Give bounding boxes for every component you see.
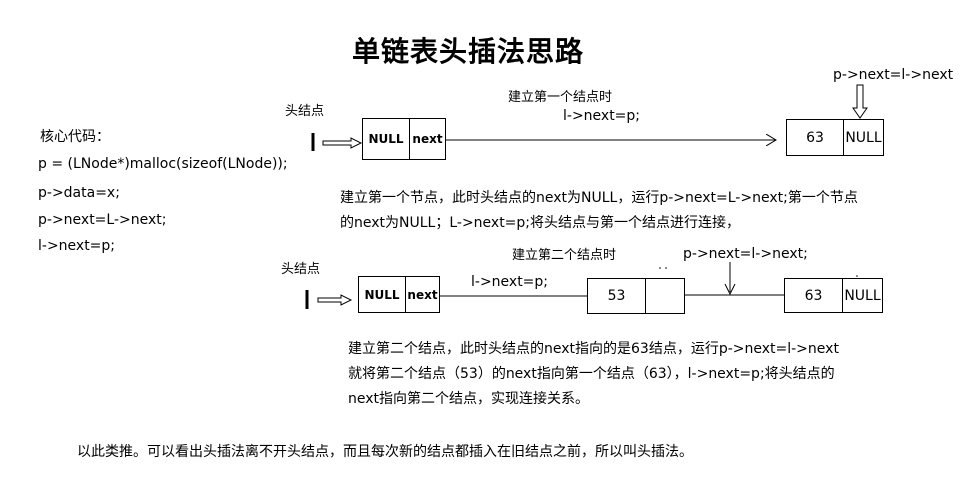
code-line-2: p->data=x; xyxy=(38,185,120,201)
code-line-4: l->next=p; xyxy=(38,238,116,254)
step1-node-63-next: NULL xyxy=(843,120,883,155)
step1-desc-line-2: 的next为NULL；L->next=p;将头结点与第一个结点进行连接， xyxy=(340,215,741,231)
step2-desc-line-1: 建立第二个结点，此时头结点的next指向的是63结点，运行p->next=l->… xyxy=(348,341,839,357)
step2-down-arrow xyxy=(724,262,736,296)
step1-head-next: next xyxy=(409,119,445,159)
step2-node-63-next: NULL xyxy=(842,279,882,312)
step1-head-node: NULL next xyxy=(362,118,446,160)
code-line-3: p->next=L->next; xyxy=(38,212,167,228)
step1-node-63-data: 63 xyxy=(806,129,824,146)
step2-node-53-next xyxy=(645,279,684,313)
core-code-label: 核心代码： xyxy=(40,129,110,145)
step2-pointer-arrow xyxy=(317,294,353,306)
step1-head-data: NULL xyxy=(368,132,404,146)
step2-head-next: next xyxy=(405,277,439,312)
step2-node-53: 53 xyxy=(587,278,685,314)
step2-head-data: NULL xyxy=(364,287,400,302)
step1-link-label: l->next=p; xyxy=(563,108,641,124)
step1-node-63: 63 NULL xyxy=(786,119,884,156)
page-title: 单链表头插法思路 xyxy=(352,35,585,68)
step2-top-label: p->next=l->next; xyxy=(683,246,808,262)
step2-head-label: 头结点 xyxy=(281,262,321,277)
step2-head-node: NULL next xyxy=(358,276,440,313)
step2-desc-line-3: next指向第二个结点，实现连接关系。 xyxy=(348,391,590,407)
decor-dot xyxy=(665,267,667,269)
step2-node-53-data: 53 xyxy=(607,288,626,304)
decor-dot xyxy=(659,267,661,269)
step2-node-63: 63 NULL xyxy=(784,278,883,313)
step1-top-label: p->next=l->next xyxy=(833,67,954,83)
conclusion-text: 以此类推。可以看出头插法离不开头结点，而且每次新的结点都插入在旧结点之前，所以叫… xyxy=(77,444,693,460)
step2-link-label: l->next=p; xyxy=(471,274,549,290)
step2-desc-line-2: 就将第二个结点（53）的next指向第一个结点（63），l->next=p;将头… xyxy=(348,366,835,382)
step2-node-63-data: 63 xyxy=(804,287,823,304)
step1-down-arrow xyxy=(852,84,868,119)
step1-head-label: 头结点 xyxy=(285,104,325,119)
step2-caption: 建立第二个结点时 xyxy=(512,248,617,263)
step1-desc-line-1: 建立第一个节点，此时头结点的next为NULL，运行p->next=L->nex… xyxy=(340,190,858,206)
step1-pointer-arrow xyxy=(322,137,363,149)
step1-caption: 建立第一个结点时 xyxy=(508,90,613,105)
decor-dot xyxy=(856,275,858,277)
code-line-1: p = (LNode*)malloc(sizeof(LNode)); xyxy=(38,156,288,172)
